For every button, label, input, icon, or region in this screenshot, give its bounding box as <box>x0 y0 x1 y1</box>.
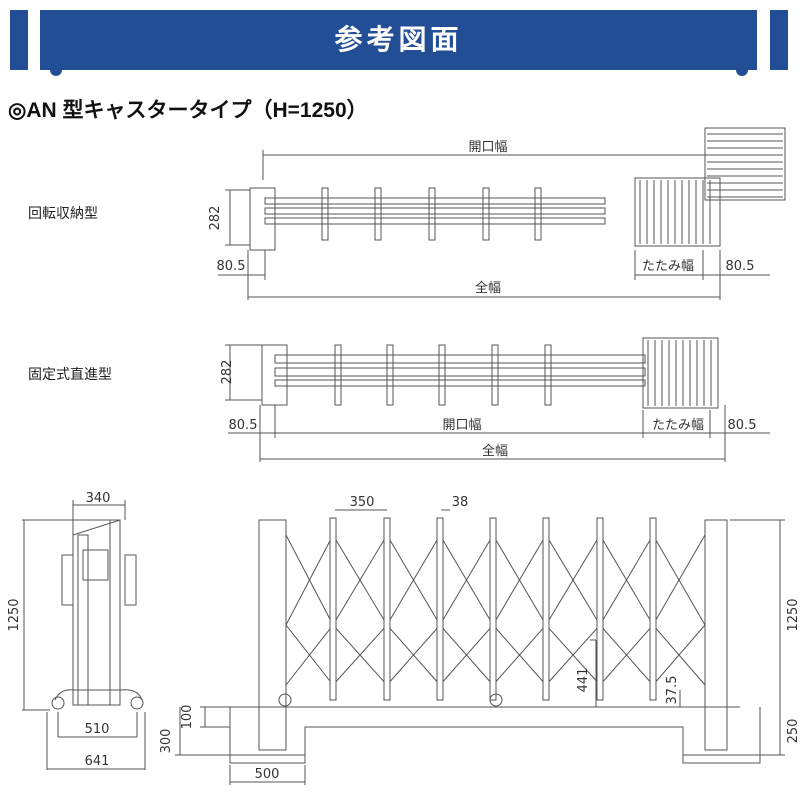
side-view: 340 1250 510 641 <box>7 491 146 770</box>
picket <box>321 187 329 241</box>
dim-base-width: 641 <box>85 754 110 769</box>
picket <box>649 517 657 701</box>
plan-view-fixed: 282 80.5 開口幅 たたみ幅 80.5 全幅 <box>220 337 770 462</box>
lattice-bar <box>599 534 654 626</box>
dim-total: 全幅 <box>482 443 508 459</box>
picket <box>542 517 550 701</box>
end-post <box>249 187 276 251</box>
dim-right-offset: 80.5 <box>728 418 757 433</box>
front-elevation: 350 38 441 37.5 1250 100 300 250 500 <box>159 495 800 785</box>
header-dot-right <box>736 64 748 76</box>
dim-right-offset: 80.5 <box>726 259 755 274</box>
picket <box>436 517 444 701</box>
dim-ground-clearance: 37.5 <box>665 676 680 705</box>
dim-left-offset: 80.5 <box>217 259 246 274</box>
picket <box>534 187 542 241</box>
dim-anchor-300: 300 <box>159 729 174 754</box>
dim-pitch: 350 <box>350 495 375 510</box>
lattice-bar <box>545 624 601 686</box>
dim-picket-width: 38 <box>452 495 469 510</box>
picket <box>491 344 499 406</box>
dim-folded: たたみ幅 <box>652 418 704 433</box>
dim-caster-span: 510 <box>85 722 110 737</box>
stowed-stack <box>704 127 786 201</box>
folded-stack <box>642 337 719 409</box>
dim-height: 1250 <box>786 598 800 631</box>
picket <box>482 187 490 241</box>
lattice-bar <box>652 534 706 626</box>
picket <box>489 517 497 701</box>
lattice-bar <box>439 624 494 686</box>
lattice-bar <box>285 624 334 686</box>
header-dot-left <box>50 64 62 76</box>
page-title: 参考図面 <box>40 10 757 70</box>
dim-opening: 開口幅 <box>442 418 481 433</box>
picket <box>438 344 446 406</box>
dim-height: 1250 <box>7 598 22 631</box>
lattice-bar <box>386 624 441 686</box>
lattice-bar <box>545 534 601 626</box>
dim-top-width: 340 <box>86 491 111 506</box>
dim-left-offset: 80.5 <box>229 418 258 433</box>
picket <box>596 517 604 701</box>
folded-stack <box>634 177 721 247</box>
lattice-bar <box>386 534 441 626</box>
picket <box>428 187 436 241</box>
picket <box>374 187 382 241</box>
lattice-bar <box>332 534 388 626</box>
plan-label-fixed: 固定式直進型 <box>28 367 112 383</box>
lattice-bar <box>492 534 547 626</box>
dim-total: 全幅 <box>475 280 501 296</box>
picket <box>329 517 337 701</box>
picket <box>383 517 391 701</box>
lattice-bar <box>492 624 547 686</box>
plan-view-rotating: 開口幅 282 80.5 たたみ幅 80.5 全幅 <box>208 127 786 300</box>
dim-foundation-depth: 250 <box>786 719 800 744</box>
lattice-bar <box>599 624 654 686</box>
lattice-bar <box>439 534 494 626</box>
dim-depth: 282 <box>220 360 235 385</box>
picket <box>544 344 552 406</box>
plan-label-rotating: 回転収納型 <box>28 206 98 222</box>
dim-depth: 282 <box>208 206 223 231</box>
lattice-bar <box>332 624 388 686</box>
dim-pivot-height: 441 <box>576 668 591 693</box>
header-right-block <box>770 10 788 70</box>
lattice-bar <box>285 534 334 626</box>
model-subtitle: ◎AN 型キャスタータイプ（H=1250） <box>8 99 368 122</box>
right-post <box>704 519 728 751</box>
dim-opening: 開口幅 <box>468 140 507 155</box>
left-post <box>258 519 287 751</box>
lattice-bar <box>652 624 706 686</box>
dim-anchor-100: 100 <box>180 705 195 730</box>
header-left-block <box>10 10 28 70</box>
dim-folded: たたみ幅 <box>642 259 694 274</box>
picket <box>334 344 342 406</box>
picket <box>386 344 394 406</box>
dim-foundation-width: 500 <box>255 767 280 782</box>
